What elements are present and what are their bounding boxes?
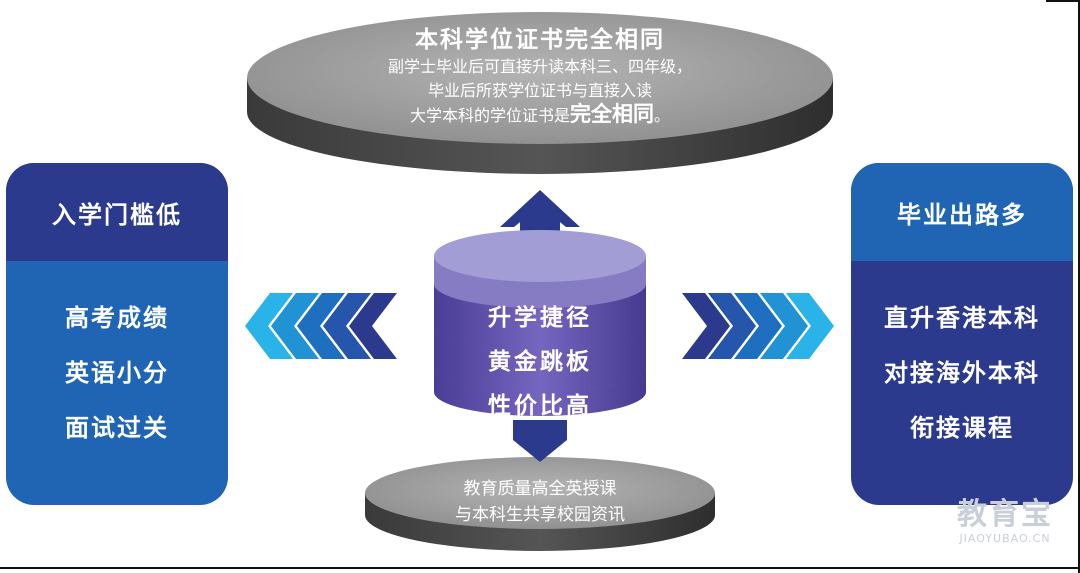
top-disc-title: 本科学位证书完全相同 xyxy=(415,27,665,53)
right-panel-item: 衔接课程 xyxy=(910,414,1014,442)
left-panel-item: 高考成绩 xyxy=(65,304,169,332)
bottom-disc xyxy=(365,457,715,551)
right-panel: 毕业出路多 直升香港本科 对接海外本科 衔接课程 xyxy=(851,163,1073,505)
right-panel-item: 直升香港本科 xyxy=(884,304,1040,332)
frame-bottom-line xyxy=(0,567,1080,569)
watermark-domain: JIAOYUBAO.CN xyxy=(959,532,1051,545)
bottom-disc-line-1: 教育质量高全英授课 xyxy=(463,479,617,499)
right-panel-title: 毕业出路多 xyxy=(851,163,1073,261)
frame-top-line xyxy=(1046,0,1080,2)
right-panel-item: 对接海外本科 xyxy=(884,359,1040,387)
cylinder-layer-label: 性价比高 xyxy=(488,393,592,419)
frame-right-line xyxy=(1078,0,1080,573)
left-panel-item: 英语小分 xyxy=(65,359,169,387)
top-disc-line-1: 副学士毕业后可直接升读本科三、四年级， xyxy=(387,57,692,76)
top-disc-line-3-prefix: 大学本科的学位证书是 xyxy=(409,106,570,125)
cylinder-layer-label: 黄金跳板 xyxy=(488,349,592,375)
top-disc xyxy=(247,12,833,174)
top-disc-line-3: 大学本科的学位证书是完全相同。 xyxy=(330,98,750,128)
watermark-logo: 教育宝 JIAOYUBAO.CN xyxy=(940,497,1070,546)
top-disc-line-2: 毕业后所获学位证书与直接入读 xyxy=(427,81,652,100)
left-panel-item: 面试过关 xyxy=(65,414,169,442)
cylinder-layer-label: 升学捷径 xyxy=(488,305,592,331)
bottom-disc-line-2: 与本科生共享校园资讯 xyxy=(455,505,625,525)
top-disc-emphasis: 完全相同 xyxy=(570,102,654,126)
watermark-text: 教育宝 xyxy=(957,497,1053,532)
up-arrow-base xyxy=(520,196,560,232)
left-panel-title: 入学门槛低 xyxy=(6,163,228,261)
top-disc-line-3-suffix: 。 xyxy=(654,106,671,125)
right-chevrons-icon xyxy=(682,293,834,359)
left-chevrons-icon xyxy=(245,293,397,359)
center-cylinder xyxy=(434,230,646,416)
down-arrow-icon xyxy=(513,420,567,462)
left-panel: 入学门槛低 高考成绩 英语小分 面试过关 xyxy=(6,163,228,505)
